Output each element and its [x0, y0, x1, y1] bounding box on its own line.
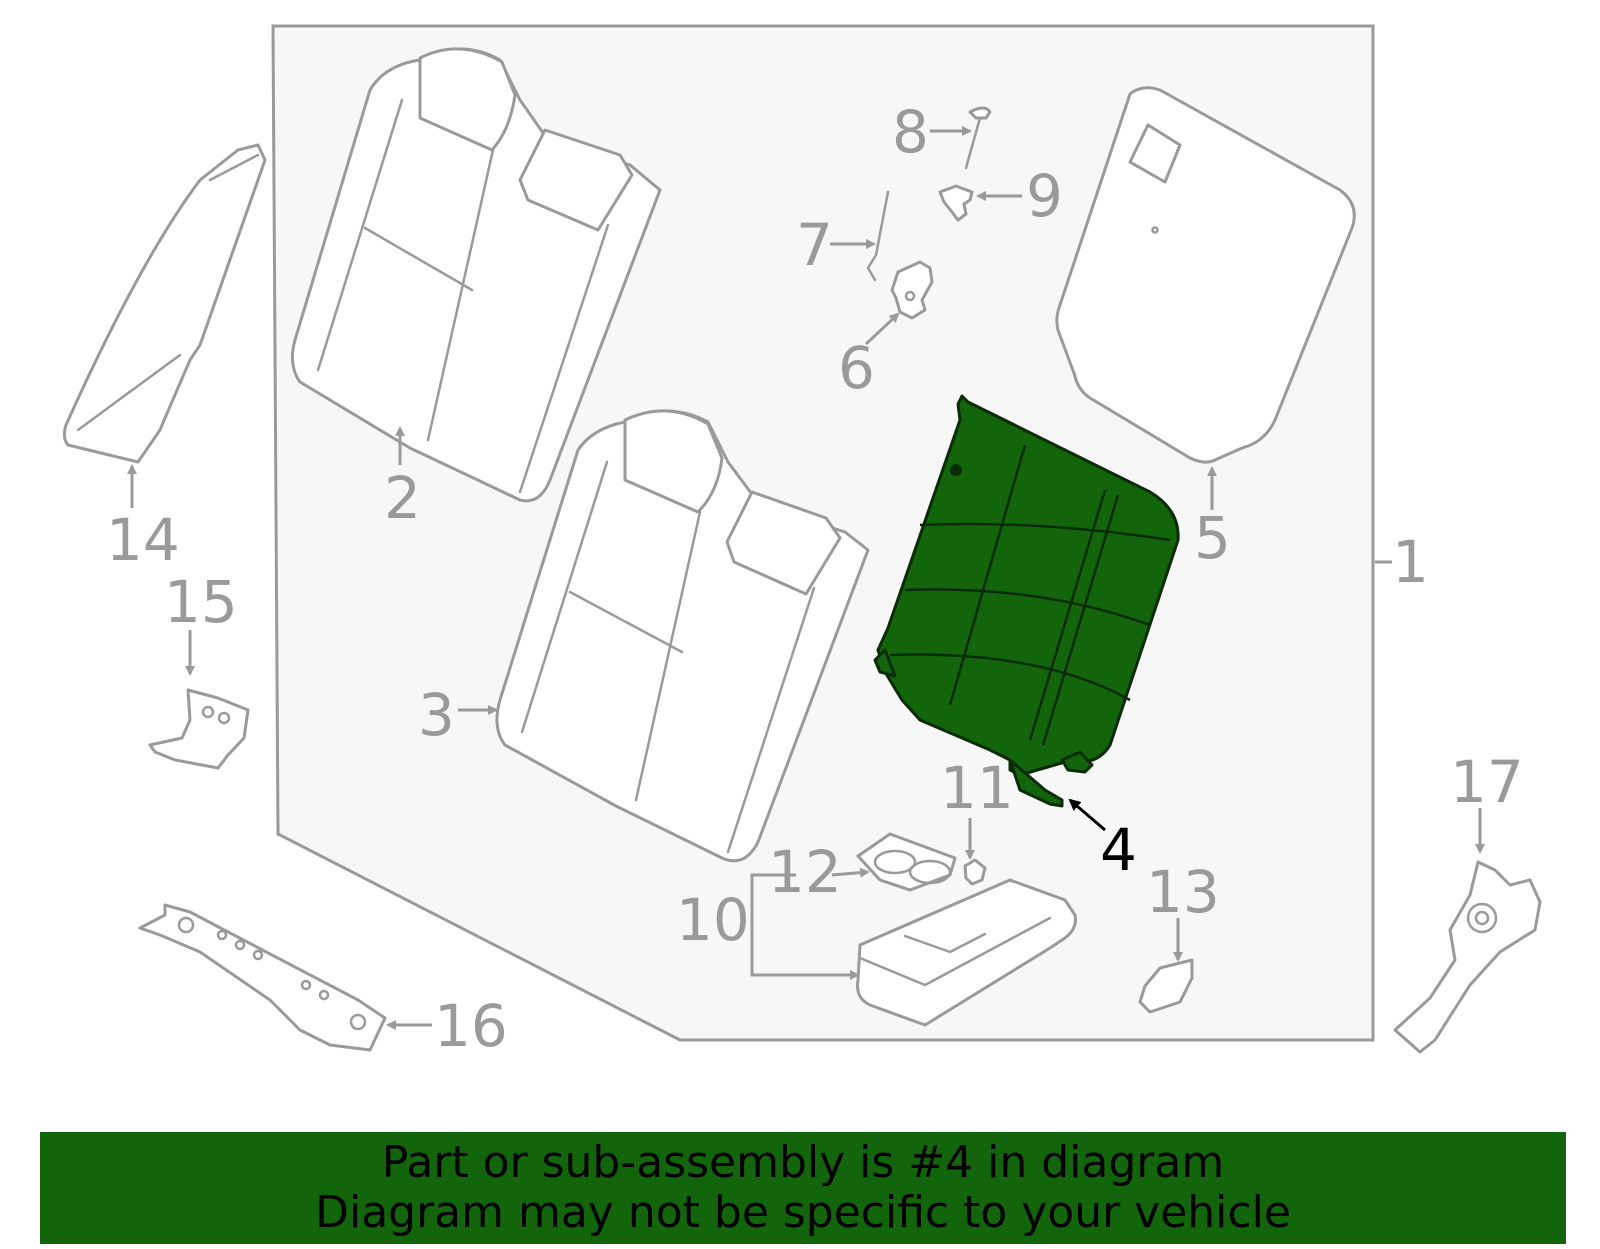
part-14-side-bolster [62, 143, 267, 464]
part-10-armrest [856, 878, 1077, 1027]
part-13-cap [1138, 958, 1194, 1014]
callout-11: 11 [940, 754, 1014, 822]
callout-6: 6 [838, 334, 875, 402]
callout-14: 14 [106, 506, 180, 574]
callout-4: 4 [1100, 816, 1137, 884]
callout-16: 16 [434, 992, 508, 1060]
part-7-rod [866, 190, 890, 282]
part-15-bracket [148, 688, 250, 770]
part-12-cupholder [856, 832, 957, 892]
part-16-rail [138, 903, 387, 1052]
callout-7: 7 [796, 211, 833, 279]
part-3-seat-back-lower [495, 409, 870, 863]
part-4-seat-back-panel [873, 394, 1180, 808]
banner-line-1: Part or sub-assembly is #4 in diagram [381, 1137, 1225, 1188]
leader-12 [831, 867, 870, 878]
callout-8: 8 [892, 98, 929, 166]
callout-3: 3 [418, 681, 455, 749]
callout-13: 13 [1146, 858, 1220, 926]
callout-15: 15 [164, 568, 238, 636]
info-banner: Part or sub-assembly is #4 in diagram Di… [40, 1132, 1566, 1244]
part-6-latch [890, 260, 934, 320]
part-2-seat-back-upper [290, 47, 662, 503]
part-8-bolt [964, 106, 992, 170]
part-11-screw [963, 858, 987, 886]
part-9-clip [938, 184, 974, 222]
callout-10: 10 [676, 886, 750, 954]
part-5-back-board [1055, 86, 1356, 464]
callout-2: 2 [384, 464, 421, 532]
callout-12: 12 [768, 838, 842, 906]
leader-10 [750, 873, 860, 980]
part-17-hinge [1393, 860, 1542, 1054]
leader-4 [1068, 798, 1106, 832]
callout-9: 9 [1026, 162, 1063, 230]
banner-line-2: Diagram may not be specific to your vehi… [315, 1187, 1291, 1238]
callout-5: 5 [1194, 504, 1231, 572]
callout-17: 17 [1450, 748, 1524, 816]
leader-6 [864, 312, 900, 346]
callout-1: 1 [1392, 528, 1429, 596]
